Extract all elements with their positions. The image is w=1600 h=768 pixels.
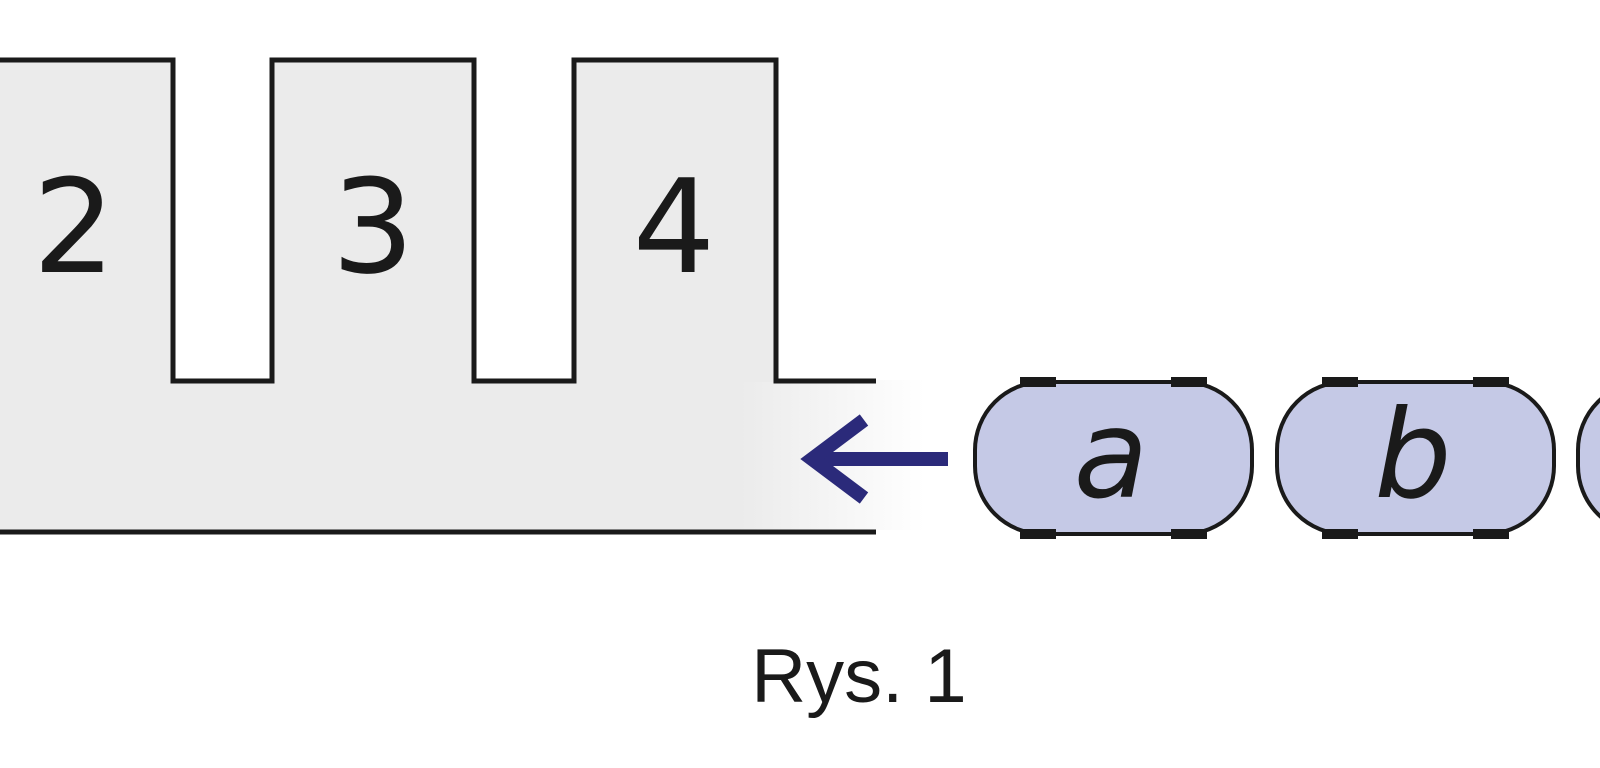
stall-3 — [272, 60, 474, 382]
car-c — [1576, 397, 1600, 519]
car-a: a — [973, 377, 1254, 539]
car-b: b — [1275, 377, 1556, 539]
stall-4 — [574, 60, 776, 382]
stall-2 — [0, 60, 173, 382]
stall-number-3: 3 — [332, 151, 415, 303]
figure-caption: Rys. 1 — [751, 634, 966, 719]
lane — [0, 380, 925, 530]
car-label-a: a — [1074, 384, 1149, 526]
stall-number-2: 2 — [33, 151, 116, 303]
stall-number-4: 4 — [633, 151, 716, 303]
left-arrow-icon — [800, 414, 948, 504]
stall-outline — [0, 57, 876, 384]
car-label-b: b — [1374, 384, 1451, 526]
